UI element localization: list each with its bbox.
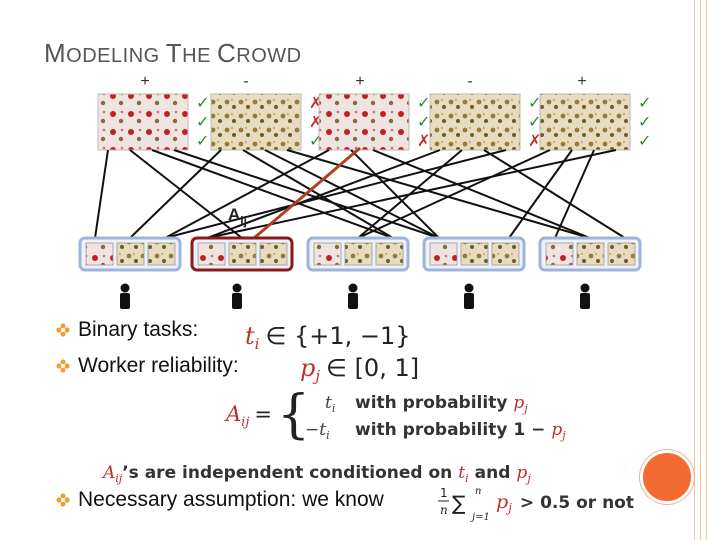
task-label: + bbox=[577, 73, 586, 90]
check-icon: ✓ bbox=[528, 93, 541, 112]
svg-text:n: n bbox=[440, 503, 448, 517]
check-icon: ✓ bbox=[196, 131, 209, 150]
check-icon: ✓ bbox=[638, 131, 651, 150]
assignment-edge bbox=[286, 149, 591, 239]
worker-task-thumbnail bbox=[116, 242, 145, 266]
assignment-edge bbox=[164, 149, 507, 239]
formula-case-1: ti bbox=[325, 393, 335, 415]
right-border-line bbox=[706, 0, 707, 540]
check-icon: ✓ bbox=[196, 93, 209, 112]
cross-icon: ✗ bbox=[417, 131, 430, 150]
bullet-flower-icon bbox=[56, 493, 70, 507]
worker-task-thumbnail bbox=[228, 242, 257, 266]
assignment-edge bbox=[554, 149, 595, 239]
worker-icon-body bbox=[580, 293, 590, 309]
worker-task-thumbnail bbox=[576, 242, 605, 266]
slide-title: MODELING THE CROWD bbox=[44, 38, 302, 68]
check-icon: ✓ bbox=[417, 112, 430, 131]
right-border-line bbox=[694, 0, 695, 540]
task-label: + bbox=[355, 73, 364, 90]
worker-task-thumbnail bbox=[429, 242, 458, 266]
right-border-line bbox=[700, 0, 701, 540]
svg-text:∑: ∑ bbox=[452, 491, 466, 515]
svg-text:n: n bbox=[475, 486, 481, 497]
worker-task-thumbnail bbox=[545, 242, 574, 266]
edge-label-sub: ij bbox=[240, 214, 247, 228]
assignment-edge bbox=[372, 149, 591, 239]
highlight-edge bbox=[246, 146, 361, 246]
worker-task-thumbnail bbox=[344, 242, 373, 266]
formula-case-2-text: with probability 1 −pj bbox=[355, 420, 566, 442]
assignment-edge bbox=[483, 149, 626, 239]
bullet-flower-icon bbox=[56, 359, 70, 373]
assignment-edge bbox=[357, 149, 551, 239]
formula-average-condition: 1 n ∑ n j=1 pj> 0.5 or not bbox=[438, 486, 634, 523]
worker-icon-body bbox=[232, 293, 242, 309]
assignment-edge bbox=[151, 149, 394, 239]
svg-text:j=1: j=1 bbox=[470, 512, 490, 523]
assignment-edge bbox=[94, 149, 109, 239]
assignment-edge bbox=[206, 149, 617, 239]
worker-task-thumbnail bbox=[85, 242, 114, 266]
formula-brace: { bbox=[277, 385, 310, 445]
assignment-edge bbox=[350, 149, 440, 239]
task-image bbox=[318, 93, 410, 151]
formula-aij-lhs: Aij= bbox=[224, 402, 272, 430]
svg-text:1: 1 bbox=[440, 486, 448, 500]
worker-task-thumbnail bbox=[460, 242, 489, 266]
assignment-edge bbox=[164, 149, 330, 239]
task-label: - bbox=[243, 73, 248, 90]
decorative-circle bbox=[640, 450, 694, 504]
check-icon: ✓ bbox=[528, 112, 541, 131]
worker-icon bbox=[464, 283, 474, 293]
assignment-edge bbox=[206, 149, 441, 239]
worker-task-thumbnail bbox=[313, 242, 342, 266]
task-image bbox=[539, 93, 631, 151]
check-icon: ✓ bbox=[638, 93, 651, 112]
check-icon: ✓ bbox=[417, 93, 430, 112]
worker-task-thumbnail bbox=[491, 242, 520, 266]
formula-binary-tasks: ti∈ {+1, −1} bbox=[245, 322, 411, 353]
check-icon: ✓ bbox=[638, 112, 651, 131]
worker-icon-body bbox=[348, 293, 358, 309]
worker-task-thumbnail bbox=[197, 242, 226, 266]
worker-icon-body bbox=[120, 293, 130, 309]
worker-task-thumbnail bbox=[607, 242, 636, 266]
worker-task-thumbnail bbox=[259, 242, 288, 266]
worker-icon bbox=[580, 283, 590, 293]
assignment-edge bbox=[242, 149, 394, 239]
task-image bbox=[210, 93, 302, 151]
bullet-flower-icon bbox=[56, 323, 70, 337]
worker-icon bbox=[120, 283, 130, 293]
edge-label: A bbox=[228, 205, 240, 224]
check-icon: ✓ bbox=[196, 112, 209, 131]
worker-task-thumbnail bbox=[375, 242, 404, 266]
cross-icon: ✗ bbox=[528, 131, 541, 150]
task-label: - bbox=[467, 73, 472, 90]
formula-case-2: −ti bbox=[305, 420, 330, 442]
worker-icon-body bbox=[464, 293, 474, 309]
assignment-edge bbox=[508, 149, 573, 239]
task-image bbox=[429, 93, 521, 151]
task-label: + bbox=[140, 73, 149, 90]
assignment-edge bbox=[129, 149, 222, 239]
worker-icon bbox=[348, 283, 358, 293]
svg-text:pj> 0.5 or not: pj> 0.5 or not bbox=[496, 491, 634, 515]
assignment-edge bbox=[264, 149, 440, 239]
worker-icon bbox=[232, 283, 242, 293]
worker-task-thumbnail bbox=[147, 242, 176, 266]
formula-reliability: pj∈ [0, 1] bbox=[300, 354, 419, 385]
task-image bbox=[97, 93, 189, 151]
svg-text:Aij: Aij bbox=[228, 205, 247, 228]
